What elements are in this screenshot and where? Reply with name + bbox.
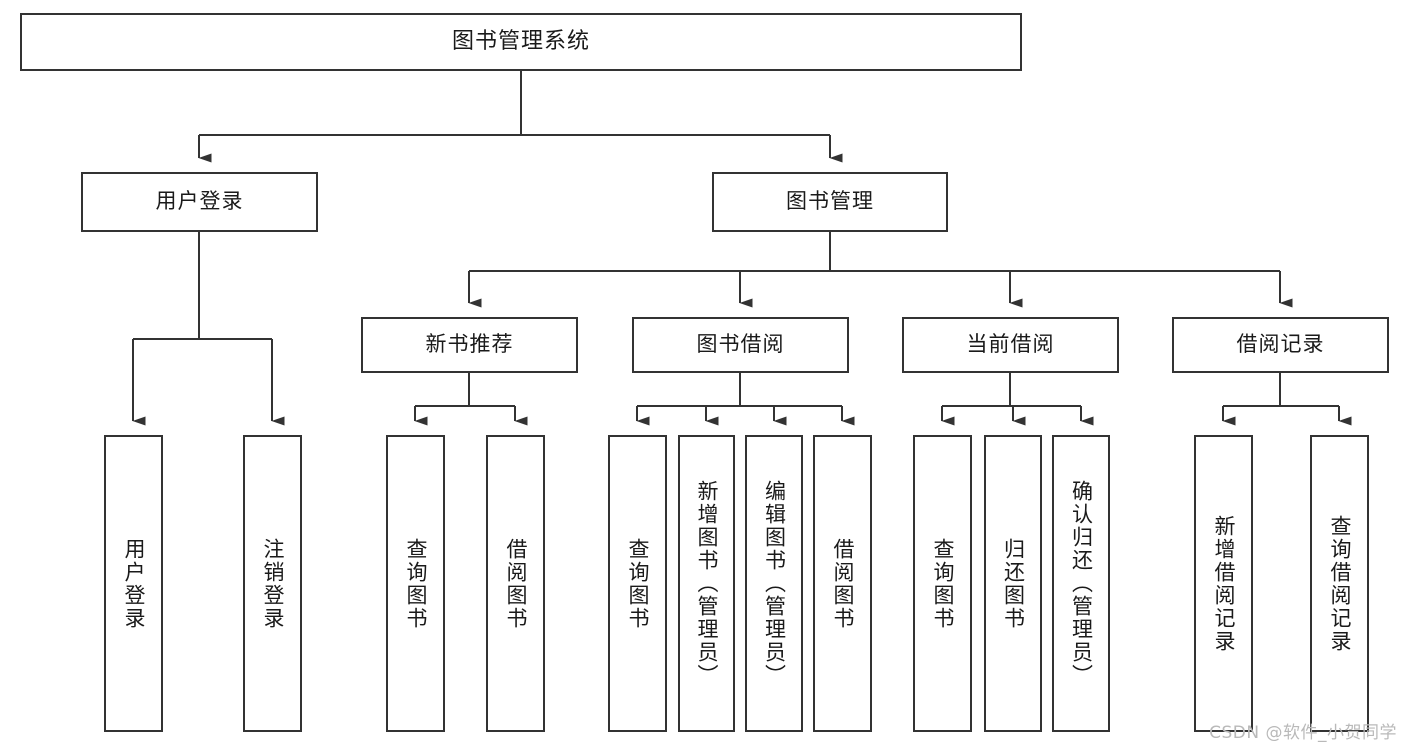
node-leaf-user-login[interactable]: 用户登录 [104, 435, 163, 732]
node-leaf-return-book[interactable]: 归还图书 [984, 435, 1042, 732]
node-leaf-confirm-return-admin[interactable]: 确认归还（管理员） [1052, 435, 1110, 732]
node-label: 借阅记录 [1236, 332, 1325, 357]
node-label: 查询图书 [931, 537, 956, 630]
node-new-book-recommendation[interactable]: 新书推荐 [361, 317, 578, 373]
node-label: 新增借阅记录 [1212, 514, 1237, 653]
node-label: 借阅图书 [831, 537, 856, 630]
node-leaf-add-borrow-record[interactable]: 新增借阅记录 [1194, 435, 1253, 732]
node-label: 图书借阅 [696, 332, 785, 357]
node-book-management[interactable]: 图书管理 [712, 172, 948, 232]
watermark-text: CSDN @软件_小贺同学 [1209, 723, 1397, 743]
node-borrowing-records[interactable]: 借阅记录 [1172, 317, 1389, 373]
node-leaf-add-book-admin[interactable]: 新增图书（管理员） [678, 435, 735, 732]
node-label: 查询借阅记录 [1328, 514, 1353, 653]
node-leaf-user-logout[interactable]: 注销登录 [243, 435, 302, 732]
node-leaf-borrow-book-recommend[interactable]: 借阅图书 [486, 435, 545, 732]
node-label: 新书推荐 [425, 332, 514, 357]
node-leaf-query-book-recommend[interactable]: 查询图书 [386, 435, 445, 732]
node-current-borrowing[interactable]: 当前借阅 [902, 317, 1119, 373]
node-leaf-query-book-borrowing[interactable]: 查询图书 [608, 435, 667, 732]
node-label: 确认归还（管理员） [1069, 480, 1094, 687]
node-label: 用户登录 [122, 537, 147, 630]
node-label: 归还图书 [1001, 537, 1026, 630]
node-label: 新增图书（管理员） [695, 480, 720, 687]
node-label: 注销登录 [261, 537, 286, 630]
node-label: 查询图书 [626, 537, 651, 630]
node-label: 编辑图书（管理员） [762, 480, 787, 687]
node-label: 图书管理 [786, 189, 874, 214]
node-label: 借阅图书 [504, 537, 529, 630]
node-leaf-borrow-book[interactable]: 借阅图书 [813, 435, 872, 732]
node-label: 图书管理系统 [451, 28, 590, 54]
node-label: 当前借阅 [966, 332, 1055, 357]
node-label: 用户登录 [155, 189, 244, 214]
node-label: 查询图书 [404, 537, 429, 630]
node-leaf-query-book-current[interactable]: 查询图书 [913, 435, 972, 732]
node-root-book-management-system[interactable]: 图书管理系统 [20, 13, 1022, 71]
node-user-login[interactable]: 用户登录 [81, 172, 318, 232]
node-leaf-edit-book-admin[interactable]: 编辑图书（管理员） [745, 435, 803, 732]
node-leaf-query-borrow-record[interactable]: 查询借阅记录 [1310, 435, 1369, 732]
node-book-borrowing[interactable]: 图书借阅 [632, 317, 849, 373]
